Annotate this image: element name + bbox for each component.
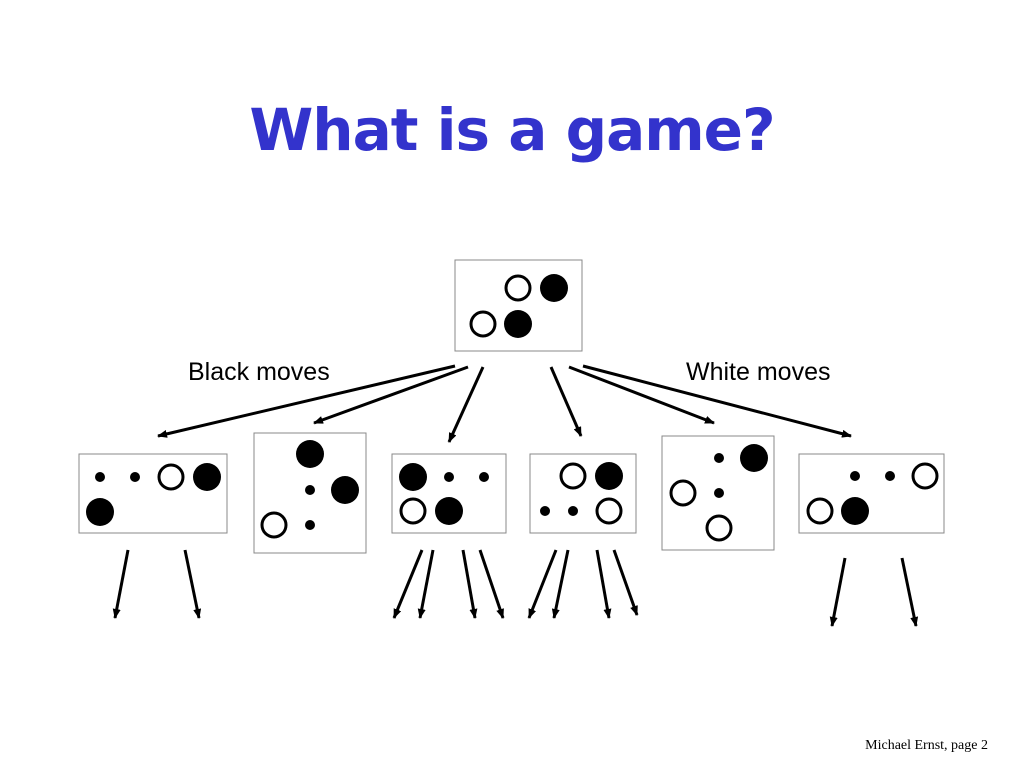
slide-footer: Michael Ernst, page 2	[865, 738, 988, 753]
arrow-4c	[595, 549, 612, 619]
arrow-4d	[612, 549, 639, 616]
root-board	[454, 259, 583, 352]
child-board-3	[391, 453, 507, 534]
child-board-5	[661, 435, 775, 551]
arrow-to-board-5	[568, 365, 715, 425]
root-arrows	[157, 364, 852, 443]
arrow-to-board-1	[157, 364, 456, 438]
arrow-4b	[551, 549, 570, 619]
arrow-3a	[392, 549, 424, 619]
child-board-4	[529, 453, 637, 534]
arrow-4a	[527, 549, 558, 619]
lower-arrows	[112, 549, 919, 627]
child-board-6	[798, 453, 945, 534]
arrow-to-board-4	[549, 366, 583, 437]
child-board-2	[253, 432, 367, 554]
child-board-1	[78, 453, 228, 534]
arrow-to-board-2	[313, 365, 469, 425]
white-moves-label: White moves	[686, 358, 831, 386]
arrow-1b	[183, 549, 202, 619]
black-moves-label: Black moves	[188, 358, 330, 386]
arrow-to-board-6	[582, 364, 852, 438]
arrow-3d	[478, 549, 505, 619]
arrow-6b	[900, 557, 919, 627]
arrow-3c	[461, 549, 478, 619]
arrow-to-board-3	[447, 366, 485, 443]
slide-title: What is a game?	[249, 96, 775, 164]
arrow-6a	[829, 557, 847, 627]
arrow-3b	[417, 549, 435, 619]
arrow-1a	[112, 549, 130, 619]
